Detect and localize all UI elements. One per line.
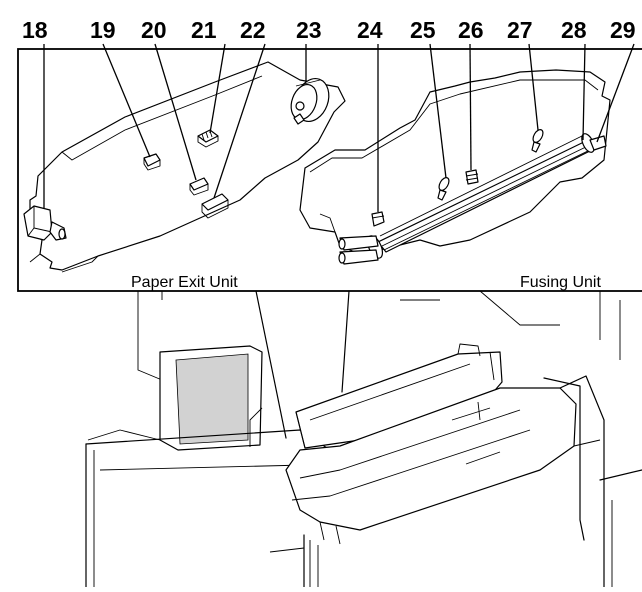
copier-body	[85, 290, 642, 588]
callout-20: 20	[141, 17, 167, 43]
paper-exit-plate	[29, 61, 346, 271]
paper-exit-unit-label: Paper Exit Unit	[131, 274, 238, 291]
fusing-unit	[299, 43, 635, 265]
part-24	[371, 211, 385, 227]
callout-numbers: 18 19 20 21 22 23 24 25 26 27 28 29	[22, 17, 636, 43]
heat-roller	[338, 133, 607, 265]
operation-panel	[87, 345, 263, 451]
pointer-line-left	[255, 290, 287, 439]
callout-27: 27	[507, 17, 533, 43]
pointer-line-right	[341, 290, 350, 393]
fusing-leaders	[377, 43, 635, 212]
callout-28: 28	[561, 17, 587, 43]
part-23	[290, 78, 330, 125]
part-18	[23, 205, 53, 241]
callout-24: 24	[357, 17, 383, 43]
part-27	[531, 129, 544, 153]
callout-18: 18	[22, 17, 48, 43]
callout-29: 29	[610, 17, 636, 43]
callout-21: 21	[191, 17, 217, 43]
part-26	[465, 169, 479, 185]
fusing-unit-label: Fusing Unit	[520, 274, 601, 291]
callout-19: 19	[90, 17, 116, 43]
paper-exit-leaders	[43, 43, 307, 208]
fusing-unit-installed	[285, 375, 605, 588]
callout-22: 22	[240, 17, 266, 43]
callout-23: 23	[296, 17, 322, 43]
paper-exit-unit	[23, 43, 346, 273]
part-25	[437, 177, 450, 201]
callout-25: 25	[410, 17, 436, 43]
callout-26: 26	[458, 17, 484, 43]
